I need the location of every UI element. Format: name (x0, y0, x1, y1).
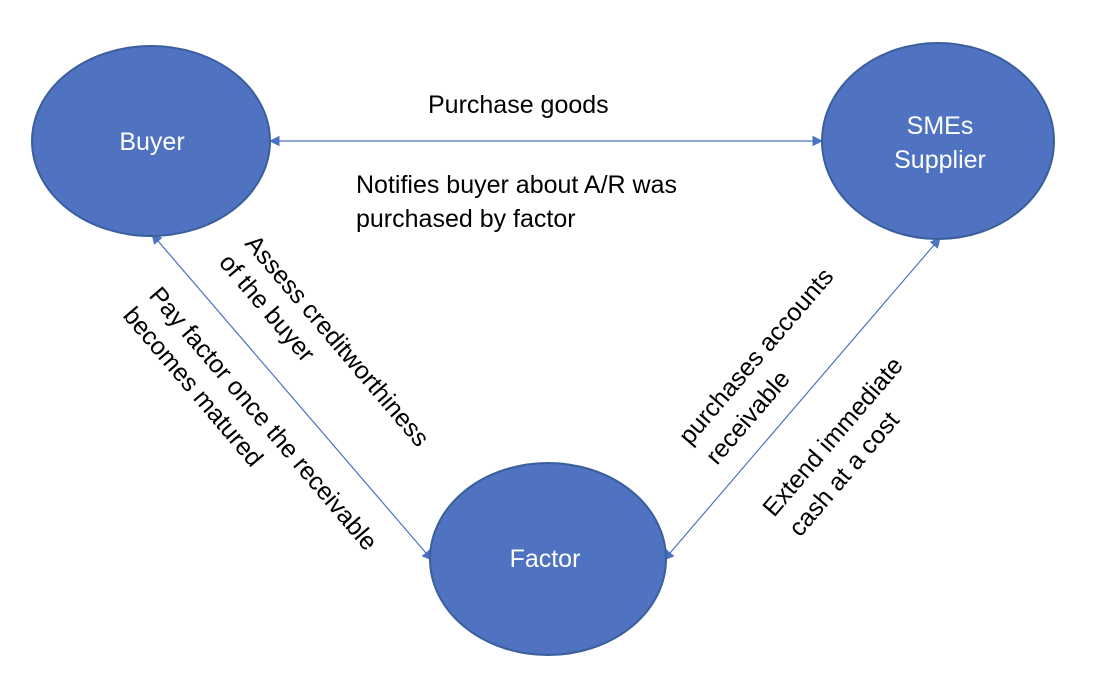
notifies-buyer-label-line1: Notifies buyer about A/R was (356, 171, 677, 199)
supplier-label-line1: SMEs (907, 112, 974, 140)
edge-supplier-factor (663, 237, 941, 561)
node-supplier (821, 42, 1055, 240)
buyer-label: Buyer (119, 128, 184, 156)
purchase-goods-label: Purchase goods (428, 91, 609, 119)
node-factor (429, 462, 667, 656)
factor-label: Factor (510, 545, 581, 573)
edge-buyer-factor (151, 233, 433, 561)
node-buyer (31, 45, 271, 237)
notifies-buyer-label-line2: purchased by factor (356, 205, 576, 233)
supplier-label-line2: Supplier (894, 146, 986, 174)
